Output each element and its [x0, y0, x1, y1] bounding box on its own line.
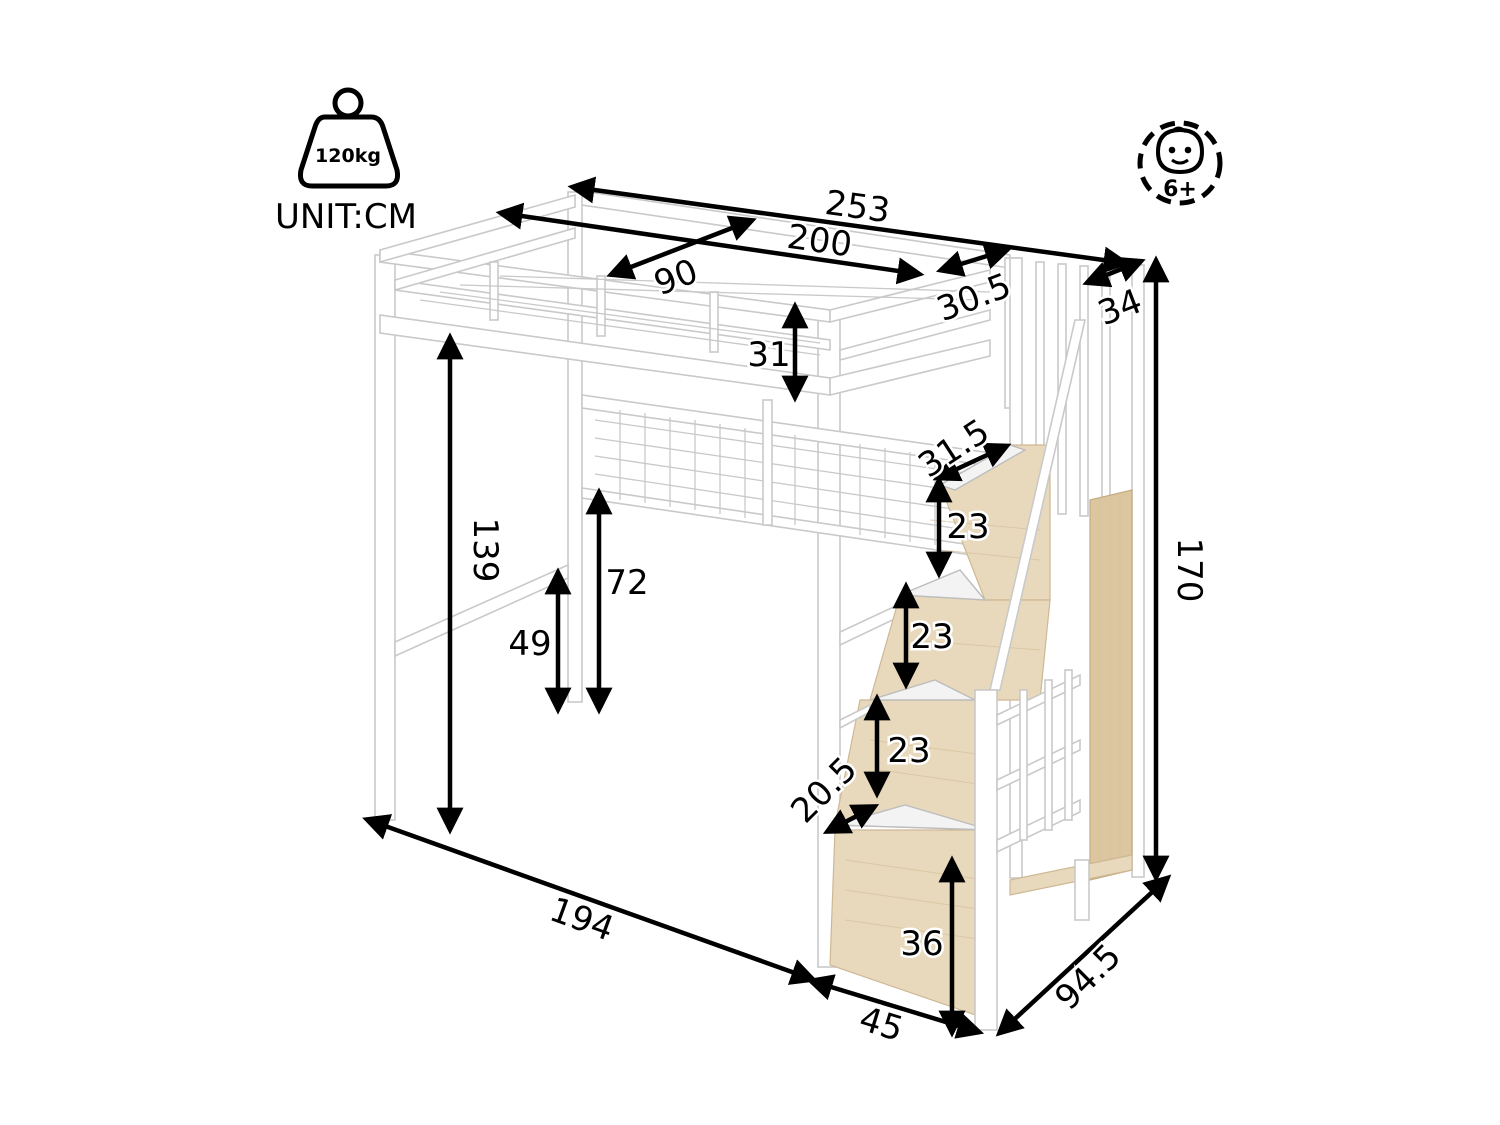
dim-step-rise-2: 23: [910, 617, 953, 657]
dim-underbed-clearance: 139: [465, 518, 505, 583]
dim-overall-depth: 94.5: [1047, 936, 1129, 1018]
dim-overall-height: 170: [1169, 538, 1209, 603]
weight-capacity-badge: 120kg: [298, 87, 400, 189]
weight-capacity-label: 120kg: [315, 145, 381, 167]
dim-guardrail-height: 31: [747, 335, 790, 375]
dim-overall-width-front: 194: [544, 890, 619, 950]
dim-side-panel-clearance: 72: [605, 563, 648, 603]
dim-step-rise-1: 23: [946, 507, 989, 547]
dim-mattress-length: 200: [785, 217, 855, 266]
dim-step-rise-3: 23: [887, 731, 930, 771]
weight-icon: [298, 87, 400, 189]
age-recommendation-badge: 6+: [1137, 120, 1223, 206]
unit-label: UNIT:CM: [275, 197, 417, 237]
dim-rail-height: 49: [508, 624, 551, 664]
loft-bed-illustration: [374, 189, 1145, 1031]
dim-first-step-height: 36: [900, 924, 943, 964]
lower-stair-rail: [996, 669, 1081, 854]
age-label: 6+: [1163, 177, 1197, 202]
child-face-icon: [1155, 126, 1205, 175]
